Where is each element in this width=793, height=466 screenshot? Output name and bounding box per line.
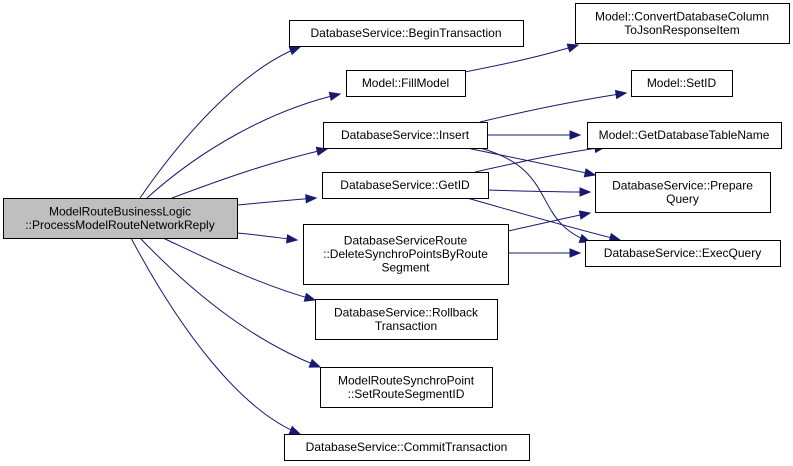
node-box (284, 434, 530, 461)
node-box (289, 20, 524, 47)
node-label: ModelRouteBusinessLogic (49, 204, 191, 218)
arrowhead-icon (288, 425, 302, 435)
node-setseg[interactable]: ModelRouteSynchroPoint::SetRouteSegmentI… (320, 367, 493, 408)
edge-line (464, 44, 579, 73)
node-gettable[interactable]: Model::GetDatabaseTableName (587, 122, 782, 149)
node-label: Query (666, 192, 699, 206)
node-box (631, 70, 733, 97)
edge-root-to-delsync (236, 232, 299, 244)
node-box (595, 172, 771, 213)
node-box (322, 172, 489, 199)
node-label: Transaction (375, 319, 437, 333)
node-delsync[interactable]: DatabaseServiceRoute::DeleteSynchroPoint… (303, 224, 509, 285)
node-label: ::ProcessModelRouteNetworkReply (25, 218, 214, 232)
node-label: ModelRouteSynchroPoint (338, 373, 475, 387)
node-exec[interactable]: DatabaseService::ExecQuery (585, 240, 781, 267)
edge-delsync-to-exec (508, 248, 582, 258)
edge-line (171, 148, 328, 199)
arrowhead-icon (579, 187, 592, 197)
edge-root-to-getid (236, 194, 318, 206)
node-fill[interactable]: Model::FillModel (346, 70, 466, 97)
node-getid[interactable]: DatabaseService::GetID (322, 172, 489, 199)
node-label: Model::ConvertDatabaseColumn (595, 9, 769, 23)
node-box (320, 367, 493, 408)
node-label: DatabaseService::GetID (340, 178, 470, 192)
node-convert[interactable]: Model::ConvertDatabaseColumnToJsonRespon… (575, 3, 790, 44)
edge-insert-to-setid (479, 89, 628, 123)
edge-line (487, 189, 591, 193)
node-box (346, 70, 466, 97)
edge-line (130, 237, 301, 435)
edge-line (474, 146, 606, 173)
node-label: Model::SetID (647, 76, 717, 90)
arrowhead-icon (569, 130, 582, 140)
arrowhead-icon (583, 168, 597, 178)
edge-line (479, 92, 627, 123)
arrowhead-icon (578, 210, 592, 220)
node-label: ::DeleteSynchroPointsByRoute (323, 247, 488, 261)
node-box (315, 299, 498, 340)
node-root[interactable]: ModelRouteBusinessLogic::ProcessModelRou… (3, 198, 238, 239)
edge-line (162, 237, 316, 301)
arrowhead-icon (328, 91, 342, 101)
node-box (575, 3, 790, 44)
edge-fill-to-convert (464, 43, 580, 73)
node-label: Model::GetDatabaseTableName (599, 128, 770, 142)
edge-line (236, 197, 317, 206)
arrowhead-icon (288, 46, 302, 56)
arrowhead-icon (315, 146, 329, 156)
node-insert[interactable]: DatabaseService::Insert (323, 122, 488, 149)
node-setid[interactable]: Model::SetID (631, 70, 733, 97)
edge-line (146, 93, 341, 199)
edge-line (479, 147, 591, 243)
node-box (323, 122, 488, 149)
node-label: DatabaseServiceRoute (344, 234, 468, 248)
arrowhead-icon (569, 248, 582, 258)
node-label: DatabaseService::ExecQuery (604, 246, 761, 260)
node-label: Model::FillModel (362, 76, 449, 90)
edge-root-to-commit (130, 237, 302, 435)
edge-root-to-insert (171, 146, 329, 199)
arrowhead-icon (286, 234, 299, 244)
edge-root-to-rollback (162, 237, 317, 302)
edge-root-to-fill (146, 91, 342, 199)
node-label: DatabaseService::Insert (341, 128, 470, 142)
node-box (585, 240, 781, 267)
edge-line (139, 237, 321, 368)
edge-insert-to-prepare (466, 147, 597, 178)
edge-root-to-setseg (139, 237, 322, 368)
edge-root-to-begin (139, 46, 302, 199)
edge-getid-to-exec (466, 197, 622, 243)
node-label: DatabaseService::Rollback (334, 305, 479, 319)
node-label: DatabaseService::CommitTransaction (306, 440, 508, 454)
node-label: DatabaseService::BeginTransaction (311, 26, 502, 40)
arrowhead-icon (566, 43, 580, 53)
arrowhead-icon (303, 292, 317, 302)
node-box (587, 122, 782, 149)
node-begin[interactable]: DatabaseService::BeginTransaction (289, 20, 524, 47)
node-label: ToJsonResponseItem (624, 23, 739, 37)
node-box (303, 224, 509, 285)
arrowhead-icon (614, 89, 628, 100)
arrowhead-icon (305, 194, 318, 204)
arrowhead-icon (308, 358, 322, 368)
edge-line (507, 212, 591, 232)
edge-delsync-to-prepare (507, 210, 592, 232)
edge-insert-to-gettable (487, 130, 582, 140)
node-label: DatabaseService::Prepare (612, 178, 753, 192)
node-commit[interactable]: DatabaseService::CommitTransaction (284, 434, 530, 461)
node-box (3, 198, 238, 239)
edge-getid-to-prepare (487, 187, 592, 197)
node-label: Segment (381, 261, 430, 275)
edge-line (466, 147, 596, 176)
edge-line (139, 46, 301, 199)
node-label: ::SetRouteSegmentID (348, 387, 465, 401)
edge-line (466, 197, 621, 241)
edge-getid-to-gettable (474, 143, 607, 173)
